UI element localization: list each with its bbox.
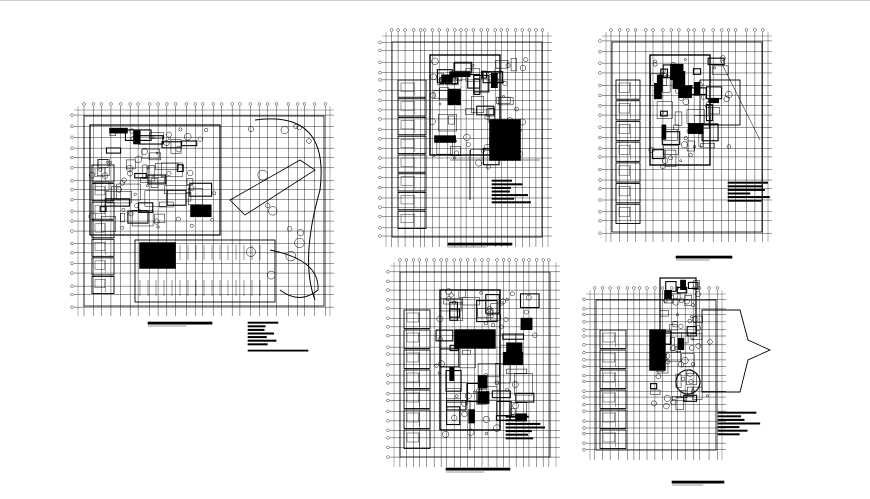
floor-plan-1 bbox=[378, 28, 552, 248]
floor-plan-3 bbox=[386, 258, 560, 473]
site-plan bbox=[70, 102, 334, 352]
floor-plan-2 bbox=[598, 28, 772, 261]
top-border-line bbox=[0, 0, 870, 1]
floor-plan-4 bbox=[582, 277, 772, 486]
